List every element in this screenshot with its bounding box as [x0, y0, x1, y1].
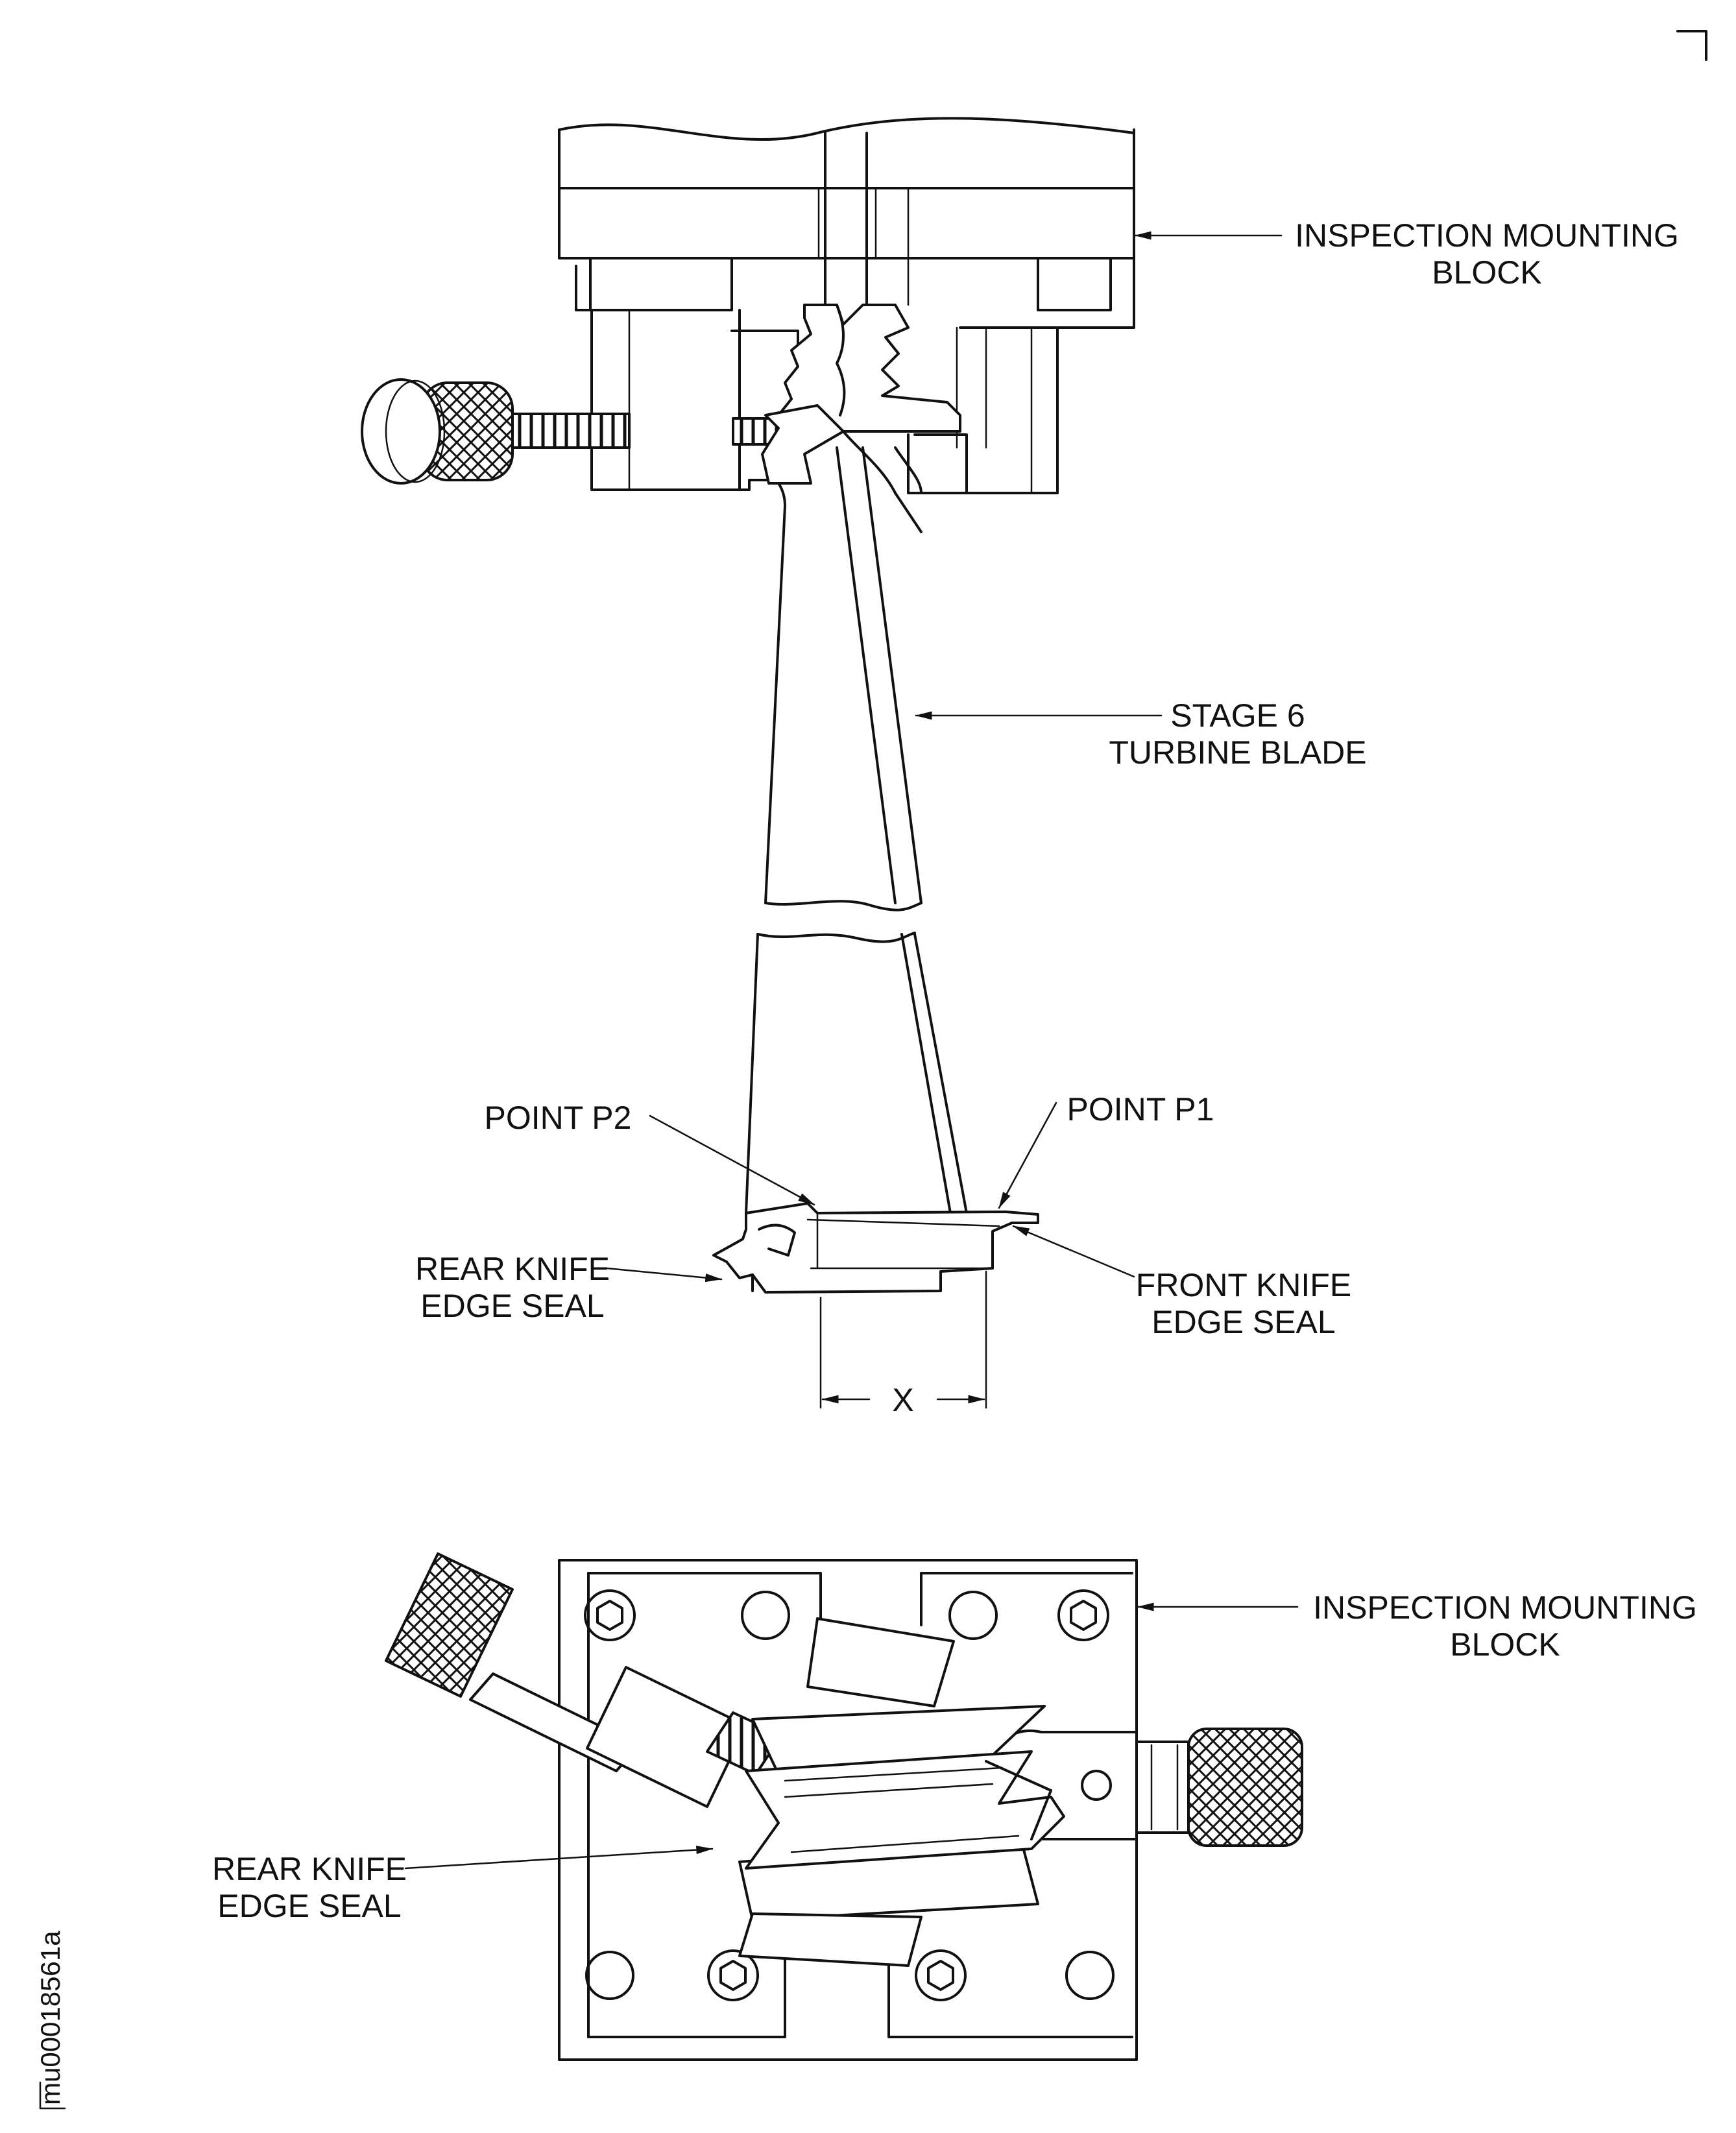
corner-crop-mark — [1676, 30, 1707, 61]
svg-text:EDGE SEAL: EDGE SEAL — [420, 1288, 604, 1324]
bottom-left-thumb-screw — [385, 1552, 783, 1808]
svg-text:INSPECTION MOUNTING: INSPECTION MOUNTING — [1313, 1589, 1697, 1626]
svg-text:EDGE SEAL: EDGE SEAL — [217, 1888, 401, 1924]
bottom-blade-plan — [738, 1617, 1065, 1967]
figure-id: mu00018561a — [35, 1931, 66, 2105]
label-rear-seal-bottom: REAR KNIFE EDGE SEAL — [212, 1851, 407, 1924]
figure-id-mark — [39, 2081, 66, 2110]
svg-text:REAR KNIFE: REAR KNIFE — [212, 1851, 407, 1887]
top-thumb-screw — [361, 378, 806, 485]
label-point-p1: POINT P1 — [1067, 1091, 1214, 1127]
dimension-x — [819, 1270, 987, 1409]
svg-text:STAGE 6: STAGE 6 — [1170, 697, 1305, 734]
label-mounting-block-bottom: INSPECTION MOUNTING BLOCK — [1313, 1589, 1697, 1663]
leader-front-seal-side — [1012, 1225, 1135, 1278]
svg-text:EDGE SEAL: EDGE SEAL — [1151, 1304, 1335, 1340]
dimension-x-label: X — [892, 1382, 913, 1418]
bottom-right-thumb-screw — [991, 1728, 1303, 1847]
label-mounting-block-top: INSPECTION MOUNTING BLOCK — [1295, 217, 1679, 291]
leader-rear-seal-side — [605, 1267, 723, 1283]
label-point-p2: POINT P2 — [485, 1100, 632, 1136]
label-turbine-blade: STAGE 6 TURBINE BLADE — [1109, 697, 1366, 771]
label-front-seal-side: FRONT KNIFE EDGE SEAL — [1136, 1267, 1351, 1340]
svg-text:BLOCK: BLOCK — [1450, 1626, 1560, 1663]
leader-point-p2 — [649, 1115, 815, 1206]
svg-text:BLOCK: BLOCK — [1432, 254, 1542, 291]
label-rear-seal-side: REAR KNIFE EDGE SEAL — [415, 1251, 610, 1324]
blade-airfoil-lower — [745, 932, 968, 1214]
leader-rear-seal-bottom — [404, 1846, 714, 1870]
svg-text:FRONT KNIFE: FRONT KNIFE — [1136, 1267, 1351, 1303]
svg-text:REAR KNIFE: REAR KNIFE — [415, 1251, 610, 1287]
svg-text:TURBINE BLADE: TURBINE BLADE — [1109, 734, 1366, 771]
svg-text:INSPECTION MOUNTING: INSPECTION MOUNTING — [1295, 217, 1679, 254]
leader-point-p1 — [998, 1102, 1057, 1209]
blade-tip-shroud — [712, 1202, 1039, 1294]
blade-airfoil-upper — [764, 446, 922, 911]
blade-root — [761, 304, 961, 494]
